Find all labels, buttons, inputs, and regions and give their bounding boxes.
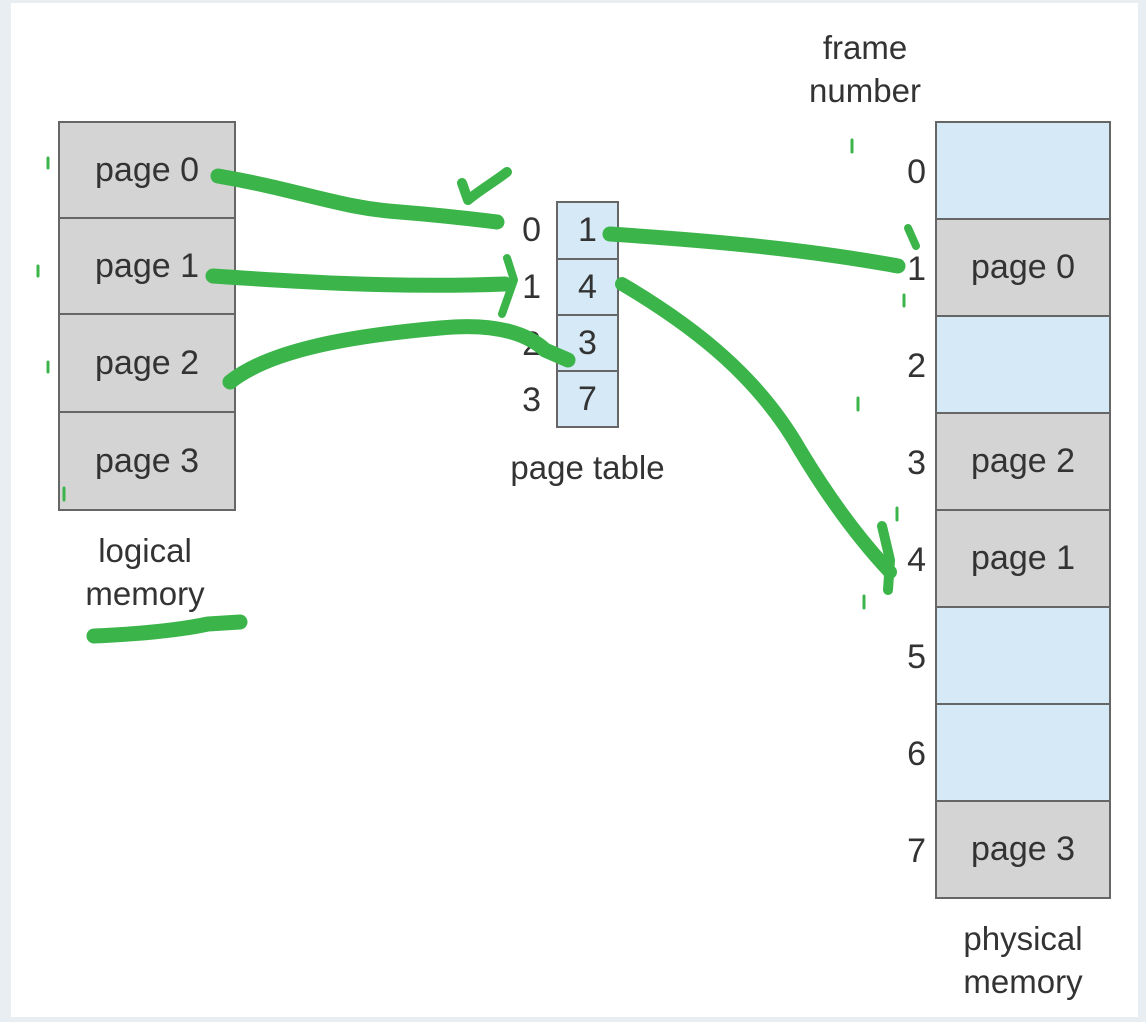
frame-number-6: 6 <box>907 735 926 773</box>
page-table-entry-1-value: 4 <box>578 267 597 306</box>
physical-frame-1-label: page 0 <box>971 248 1075 286</box>
physical-frame-5 <box>935 606 1111 705</box>
frame-number-header: frame number <box>809 29 921 109</box>
logical-page-0: page 0 <box>58 121 236 219</box>
page-table-entry-3: 7 <box>556 370 619 428</box>
physical-frame-4-label: page 1 <box>971 539 1075 577</box>
frame-number-4: 4 <box>907 541 926 579</box>
page-table-index-1: 1 <box>522 268 541 306</box>
physical-frame-2 <box>935 315 1111 414</box>
physical-memory-label: physical memory <box>963 920 1083 1000</box>
physical-frame-4: page 1 <box>935 509 1111 608</box>
page-table-index-3: 3 <box>522 381 541 419</box>
frame-number-1: 1 <box>907 250 926 288</box>
frame-number-0: 0 <box>907 153 926 191</box>
logical-page-1-label: page 1 <box>95 246 199 285</box>
page-table-label: page table <box>510 449 665 486</box>
logical-page-3: page 3 <box>58 411 236 511</box>
frame-number-7: 7 <box>907 832 926 870</box>
page-table-entry-0-value: 1 <box>578 211 597 249</box>
physical-frame-0 <box>935 121 1111 220</box>
logical-page-1: page 1 <box>58 217 236 315</box>
physical-frame-6 <box>935 703 1111 802</box>
logical-page-0-label: page 0 <box>95 150 199 189</box>
frame-number-2: 2 <box>907 347 926 385</box>
page-table-entry-0: 1 <box>556 201 619 260</box>
physical-frame-7: page 3 <box>935 800 1111 899</box>
page-table-entry-1: 4 <box>556 258 619 316</box>
physical-frame-7-label: page 3 <box>971 830 1075 868</box>
page-table-entry-2-value: 3 <box>578 323 597 362</box>
logical-memory-label: logical memory <box>85 532 205 612</box>
frame-number-5: 5 <box>907 638 926 676</box>
page-table-index-0: 0 <box>522 211 541 249</box>
logical-page-2: page 2 <box>58 313 236 413</box>
frame-number-3: 3 <box>907 444 926 482</box>
physical-frame-3-label: page 2 <box>971 442 1075 480</box>
physical-frame-1: page 0 <box>935 218 1111 317</box>
page-table-index-2: 2 <box>522 325 541 363</box>
page-table-entry-2: 3 <box>556 314 619 372</box>
logical-page-3-label: page 3 <box>95 441 199 480</box>
page-table-entry-3-value: 7 <box>578 379 597 418</box>
logical-page-2-label: page 2 <box>95 343 199 382</box>
physical-frame-3: page 2 <box>935 412 1111 511</box>
